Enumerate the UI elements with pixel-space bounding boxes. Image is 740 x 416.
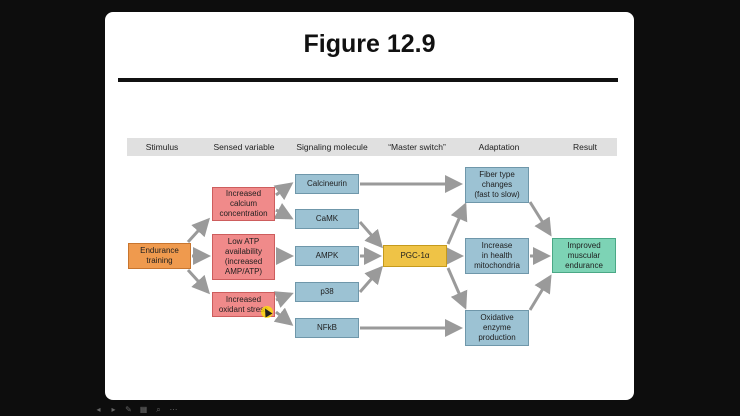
header-sensed-variable: Sensed variable (213, 142, 275, 152)
pen-icon[interactable]: ✎ (125, 404, 132, 414)
flow-arrows (186, 175, 552, 337)
node-calcineurin: Calcineurin (295, 174, 359, 194)
node-p38: p38 (295, 282, 359, 302)
node-ampk: AMPK (295, 246, 359, 266)
arrow-p38-pgc (358, 265, 383, 293)
arrow-fiber-result (528, 201, 552, 237)
column-header-bar: Stimulus Sensed variable Signaling molec… (127, 138, 617, 156)
node-mitochondria: Increase in health mitochondria (465, 238, 529, 274)
zoom-icon[interactable]: ⌕ (156, 404, 161, 414)
node-low-atp: Low ATP availability (increased AMP/ATP) (212, 234, 275, 280)
slide: Figure 12.9 Stimulus Sensed variable Sig… (105, 12, 634, 400)
header-stimulus: Stimulus (145, 142, 179, 152)
cursor-highlight (261, 306, 273, 318)
arrow-endurance-calcium (186, 217, 211, 244)
header-adaptation: Adaptation (478, 142, 520, 152)
arrow-pgc-oxid (446, 267, 468, 310)
node-improved-endurance: Improved muscular endurance (552, 238, 616, 273)
node-nfkb: NFkB (295, 318, 359, 338)
arrow-oxidant-nfkb (273, 307, 294, 326)
arrow-oxid-result (528, 274, 552, 311)
node-endurance-training: Endurance training (128, 243, 191, 269)
node-increased-calcium: Increased calcium concentration (212, 187, 275, 221)
node-fiber-type: Fiber type changes (fast to slow) (465, 167, 529, 203)
title-rule (118, 78, 618, 82)
arrow-oxidant-p38 (273, 291, 294, 308)
header-master-switch: “Master switch” (388, 142, 446, 152)
node-camk: CaMK (295, 209, 359, 229)
more-icon[interactable]: ⋯ (169, 404, 178, 414)
arrow-endurance-oxidant (186, 268, 211, 295)
node-pgc-1a: PGC-1α (383, 245, 447, 267)
arrow-calcium-calcineurin (273, 182, 294, 201)
next-icon[interactable]: ▸ (111, 404, 116, 414)
grid-icon[interactable]: ▦ (139, 404, 148, 414)
arrow-camk-pgc (358, 221, 383, 249)
node-oxidative-enzyme: Oxidative enzyme production (465, 310, 529, 346)
prev-icon[interactable]: ◂ (96, 404, 101, 414)
slide-title: Figure 12.9 (303, 30, 436, 58)
header-result: Result (572, 142, 598, 152)
arrow-pgc-fiber (446, 202, 468, 245)
arrow-calcium-camk (273, 203, 294, 220)
header-signaling-molecule: Signaling molecule (296, 142, 368, 152)
presentation-controls: ◂ ▸ ✎ ▦ ⌕ ⋯ (94, 402, 178, 416)
